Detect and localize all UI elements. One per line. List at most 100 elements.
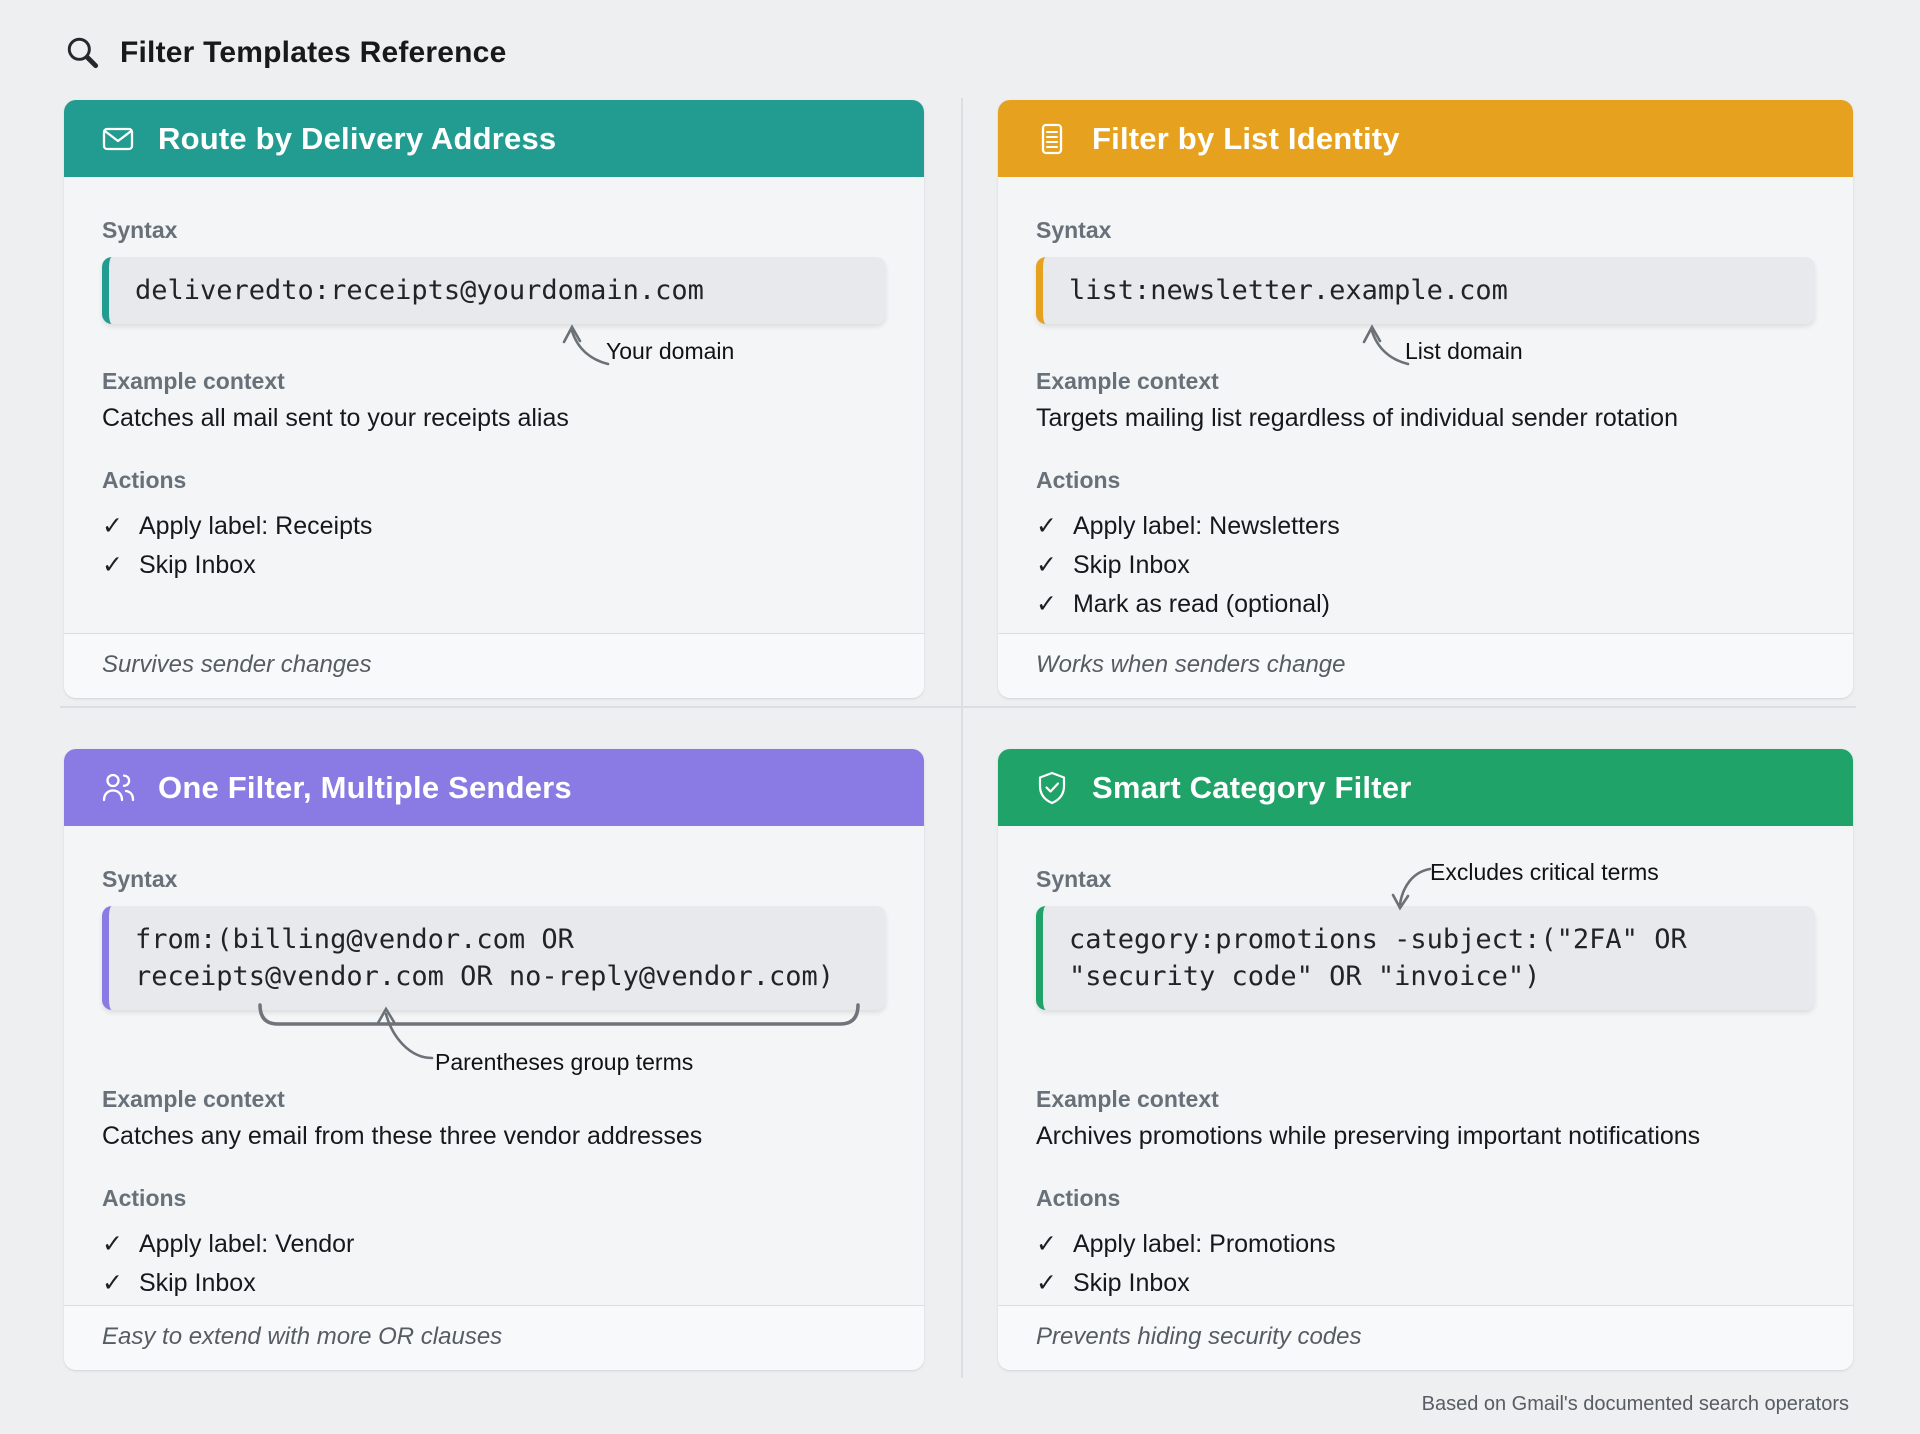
annotation-zone <box>1036 1010 1815 1086</box>
annotation-zone: Your domain <box>102 323 886 368</box>
card-footer: Works when senders change <box>998 633 1853 698</box>
attribution-note: Based on Gmail's documented search opera… <box>1421 1393 1849 1415</box>
annotation-label: Excludes critical terms <box>1430 859 1659 885</box>
search-icon <box>67 37 99 69</box>
card-footer: Survives sender changes <box>64 633 924 698</box>
card-header: One Filter, Multiple Senders <box>64 749 924 826</box>
action-text: Apply label: Newsletters <box>1072 511 1340 540</box>
action-item: ✓ Apply label: Newsletters <box>1036 507 1815 546</box>
context-label: Example context <box>102 1085 285 1112</box>
actions-list: ✓ Apply label: Receipts ✓ Skip Inbox <box>102 507 886 585</box>
card-body: Syntax from:(billing@vendor.com OR recei… <box>64 826 924 1303</box>
code-line: deliveredto:receipts@yourdomain.com <box>135 274 704 306</box>
syntax-label: Syntax <box>102 866 178 892</box>
action-text: Apply label: Promotions <box>1072 1229 1336 1258</box>
card-body: Syntax deliveredto:receipts@yourdomain.c… <box>64 177 924 585</box>
syntax-code: category:promotions -subject:("2FA" OR "… <box>1036 905 1815 1010</box>
action-item: ✓ Skip Inbox <box>102 546 886 585</box>
actions-list: ✓ Apply label: Newsletters ✓ Skip Inbox ✓ M… <box>1036 507 1815 624</box>
action-text: Apply label: Receipts <box>138 511 373 540</box>
action-item: ✓ Apply label: Promotions <box>1036 1225 1815 1264</box>
actions-label: Actions <box>102 467 187 494</box>
card-smart-category-filter: Smart Category Filter Excludes critical … <box>998 749 1853 1370</box>
syntax-label: Syntax <box>1036 217 1112 243</box>
code-line: from:(billing@vendor.com OR <box>135 923 574 955</box>
check-icon: ✓ <box>102 1268 123 1297</box>
syntax-label: Syntax <box>1036 866 1112 892</box>
footer-note: Prevents hiding security codes <box>1036 1323 1362 1350</box>
footer-note: Survives sender changes <box>102 651 372 678</box>
check-icon: ✓ <box>102 1229 123 1258</box>
context-label: Example context <box>1036 1085 1219 1112</box>
card-filter-by-list-identity: Filter by List Identity Syntax list:news… <box>998 100 1853 698</box>
actions-label: Actions <box>1036 1185 1121 1212</box>
card-body: Excludes critical terms Syntax category:… <box>998 826 1853 1303</box>
card-title: Smart Category Filter <box>1092 769 1412 805</box>
users-icon <box>102 773 135 801</box>
action-item: ✓ Skip Inbox <box>102 1264 886 1303</box>
card-header: Filter by List Identity <box>998 100 1853 177</box>
action-item: ✓ Apply label: Receipts <box>102 507 886 546</box>
shield-check-icon <box>1038 771 1066 804</box>
actions-label: Actions <box>102 1185 187 1212</box>
context-text: Targets mailing list regardless of indiv… <box>1036 404 1678 433</box>
group-bracket-icon <box>258 1002 860 1026</box>
list-icon <box>1041 123 1063 154</box>
context-label: Example context <box>102 367 285 394</box>
action-text: Skip Inbox <box>138 550 256 579</box>
row-divider <box>60 706 1856 708</box>
card-header: Smart Category Filter <box>998 749 1853 826</box>
page-title: Filter Templates Reference <box>120 36 507 69</box>
card-title: Route by Delivery Address <box>158 120 557 156</box>
action-item: ✓ Skip Inbox <box>1036 1264 1815 1303</box>
check-icon: ✓ <box>102 511 123 540</box>
action-text: Mark as read (optional) <box>1072 589 1331 618</box>
action-item: ✓ Mark as read (optional) <box>1036 585 1815 624</box>
action-text: Skip Inbox <box>1072 550 1190 579</box>
code-line: category:promotions -subject:("2FA" OR <box>1069 923 1687 955</box>
annotation-arrow-icon <box>1362 323 1410 365</box>
context-label: Example context <box>1036 367 1219 394</box>
code-line: list:newsletter.example.com <box>1069 274 1508 306</box>
card-route-by-delivery-address: Route by Delivery Address Syntax deliver… <box>64 100 924 698</box>
check-icon: ✓ <box>1036 511 1057 540</box>
context-text: Catches any email from these three vendo… <box>102 1122 703 1151</box>
action-text: Apply label: Vendor <box>138 1229 355 1258</box>
card-header: Route by Delivery Address <box>64 100 924 177</box>
annotation-arrow-icon <box>1391 867 1432 911</box>
check-icon: ✓ <box>102 550 123 579</box>
annotation-label: Parentheses group terms <box>435 1048 694 1075</box>
check-icon: ✓ <box>1036 589 1057 618</box>
annotation-zone: List domain <box>1036 323 1815 368</box>
syntax-code: list:newsletter.example.com <box>1036 256 1815 324</box>
action-text: Skip Inbox <box>1072 1268 1190 1297</box>
annotation-arrow-icon <box>562 323 610 365</box>
footer-note: Works when senders change <box>1036 651 1346 678</box>
card-footer: Prevents hiding security codes <box>998 1305 1853 1370</box>
action-item: ✓ Apply label: Vendor <box>102 1225 886 1264</box>
page-title-row: Filter Templates Reference <box>64 34 506 72</box>
code-line: "security code" OR "invoice") <box>1069 960 1541 992</box>
action-text: Skip Inbox <box>138 1268 256 1297</box>
check-icon: ✓ <box>1036 1268 1057 1297</box>
context-text: Archives promotions while preserving imp… <box>1036 1122 1701 1151</box>
actions-list: ✓ Apply label: Vendor ✓ Skip Inbox <box>102 1225 886 1303</box>
check-icon: ✓ <box>1036 1229 1057 1258</box>
syntax-label: Syntax <box>102 217 178 243</box>
action-item: ✓ Skip Inbox <box>1036 546 1815 585</box>
card-body: Syntax list:newsletter.example.com List … <box>998 177 1853 624</box>
card-footer: Easy to extend with more OR clauses <box>64 1305 924 1370</box>
card-title: Filter by List Identity <box>1092 120 1400 156</box>
code-line: receipts@vendor.com OR no-reply@vendor.c… <box>135 960 834 992</box>
annotation-label: Your domain <box>606 337 735 364</box>
actions-list: ✓ Apply label: Promotions ✓ Skip Inbox <box>1036 1225 1815 1303</box>
footer-note: Easy to extend with more OR clauses <box>102 1323 503 1350</box>
check-icon: ✓ <box>1036 550 1057 579</box>
annotation-arrow-icon <box>376 1006 434 1059</box>
syntax-code: deliveredto:receipts@yourdomain.com <box>102 256 886 324</box>
context-text: Catches all mail sent to your receipts a… <box>102 404 569 433</box>
envelope-icon <box>102 127 134 150</box>
syntax-code: from:(billing@vendor.com OR receipts@ven… <box>102 905 886 1010</box>
annotation-zone: Parentheses group terms <box>102 1002 886 1086</box>
